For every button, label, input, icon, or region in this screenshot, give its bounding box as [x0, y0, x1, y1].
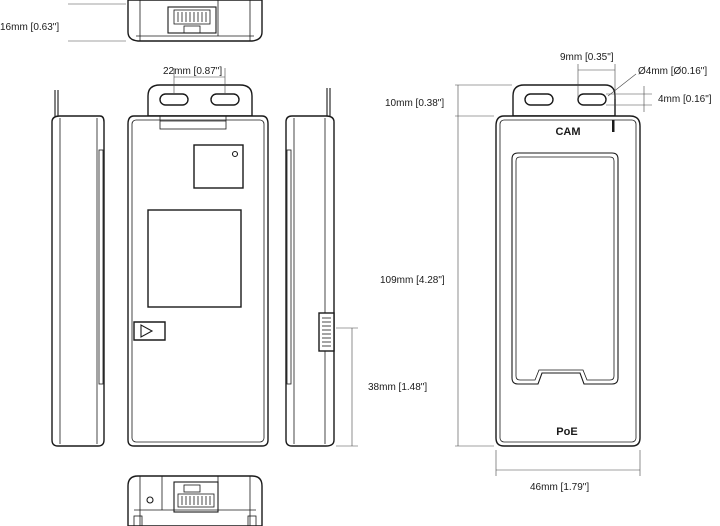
- connector-height-label: 38mm [1.48"]: [368, 382, 427, 393]
- back-view: [127, 68, 269, 447]
- right-side-view: [285, 88, 358, 447]
- depth-dimension-label: 16mm [0.63"]: [0, 22, 59, 33]
- poe-label: PoE: [556, 426, 577, 438]
- total-height-label: 109mm [4.28"]: [380, 275, 445, 286]
- hole-offset-label: 9mm [0.35"]: [560, 52, 614, 63]
- mounting-tab-back: [147, 84, 253, 117]
- top-view: [68, 0, 263, 42]
- mounting-tab-front: [512, 84, 616, 117]
- hole-spacing-label: 22mm [0.87"]: [163, 66, 222, 77]
- front-view: CAM PoE: [495, 84, 641, 447]
- front-dimension-lines: [455, 64, 652, 476]
- side-connector: [318, 312, 335, 352]
- width-label: 46mm [1.79"]: [530, 482, 589, 493]
- bottom-view: [127, 475, 263, 526]
- cam-label: CAM: [555, 126, 580, 138]
- display-window: [511, 152, 619, 385]
- rj45-port-bottom: [173, 481, 219, 513]
- tab-height-label: 10mm [0.38"]: [385, 98, 444, 109]
- hole-height-label: 4mm [0.16"]: [658, 94, 712, 105]
- left-side-view: [51, 90, 105, 447]
- rj45-port-top: [167, 6, 217, 34]
- hole-diameter-label: Ø4mm [Ø0.16"]: [638, 66, 707, 77]
